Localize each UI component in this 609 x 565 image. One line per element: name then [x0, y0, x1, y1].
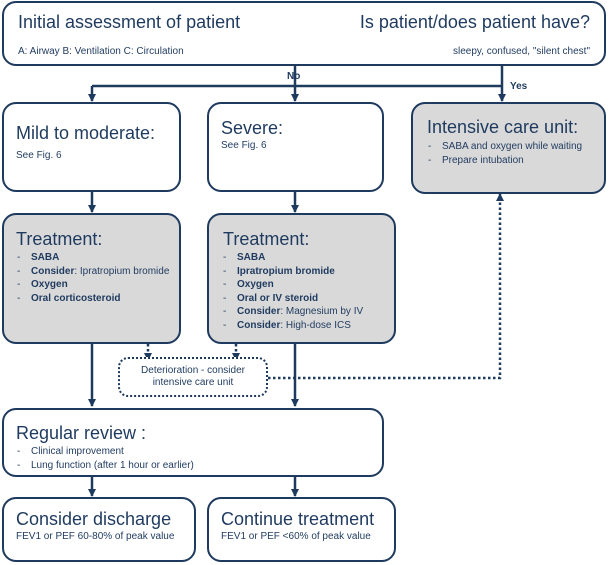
icu-item: SABA and oxygen while waiting	[428, 140, 598, 154]
treatment-mild-list: SABA Consider: Ipratropium bromide Oxyge…	[17, 251, 175, 305]
assessment-signs: sleepy, confused, "silent chest"	[453, 46, 590, 57]
treatment-severe-title: Treatment:	[223, 229, 310, 249]
discharge-box: Consider discharge FEV1 or PEF 60-80% of…	[2, 497, 196, 562]
treatment-severe-box: Treatment: SABA Ipratropium bromide Oxyg…	[207, 213, 396, 344]
icu-item: Prepare intubation	[428, 154, 598, 168]
continue-box: Continue treatment FEV1 or PEF <60% of p…	[207, 497, 396, 562]
review-item: Lung function (after 1 hour or earlier)	[17, 459, 377, 473]
branch-label-no: No	[287, 71, 301, 82]
treatment-mild-title: Treatment:	[16, 229, 103, 249]
icu-title: Intensive care unit:	[427, 117, 579, 137]
treatment-severe-item: Ipratropium bromide	[223, 265, 393, 279]
severe-box: Severe: See Fig. 6	[207, 102, 384, 192]
assessment-question: Is patient/does patient have?	[359, 12, 590, 32]
treatment-severe-item: Consider: High-dose ICS	[223, 319, 393, 333]
discharge-text: FEV1 or PEF 60-80% of peak value	[16, 531, 175, 542]
treatment-severe-item: Oral or IV steroid	[223, 292, 393, 306]
treatment-severe-item: Oxygen	[223, 278, 393, 292]
treatment-mild-item: Oral corticosteroid	[17, 292, 175, 306]
assessment-abc: A: Airway B: Ventilation C: Circulation	[18, 46, 184, 57]
deterioration-text: Deterioration - consider intensive care …	[141, 365, 245, 388]
severe-title: Severe:	[221, 118, 284, 138]
treatment-mild-item: Oxygen	[17, 278, 175, 292]
treatment-mild-item: Consider: Ipratropium bromide	[17, 265, 175, 279]
review-box: Regular review : Clinical improvement Lu…	[2, 408, 384, 477]
severe-see-fig: See Fig. 6	[221, 140, 267, 151]
deterioration-box: Deterioration - consider intensive care …	[118, 357, 268, 397]
dotted-arrow-deterioration-icu	[268, 193, 504, 380]
assessment-title: Initial assessment of patient	[18, 12, 241, 32]
branch-label-yes: Yes	[510, 81, 528, 92]
mild-title: Mild to moderate:	[16, 123, 156, 143]
treatment-mild-item: SABA	[17, 251, 175, 265]
mild-see-fig: See Fig. 6	[16, 150, 62, 161]
icu-list: SABA and oxygen while waiting Prepare in…	[428, 140, 598, 167]
treatment-severe-list: SABA Ipratropium bromide Oxygen Oral or …	[223, 251, 393, 332]
treatment-severe-item: Consider: Magnesium by IV	[223, 305, 393, 319]
assessment-box: Initial assessment of patient A: Airway …	[2, 1, 606, 66]
review-item: Clinical improvement	[17, 445, 377, 459]
icu-box: Intensive care unit: SABA and oxygen whi…	[411, 102, 606, 194]
discharge-title: Consider discharge	[16, 509, 172, 529]
review-list: Clinical improvement Lung function (afte…	[17, 445, 377, 472]
continue-title: Continue treatment	[221, 509, 375, 529]
treatment-mild-box: Treatment: SABA Consider: Ipratropium br…	[2, 213, 181, 344]
treatment-severe-item: SABA	[223, 251, 393, 265]
mild-box: Mild to moderate: See Fig. 6	[2, 102, 181, 192]
continue-text: FEV1 or PEF <60% of peak value	[221, 531, 371, 542]
review-title: Regular review :	[16, 423, 147, 443]
